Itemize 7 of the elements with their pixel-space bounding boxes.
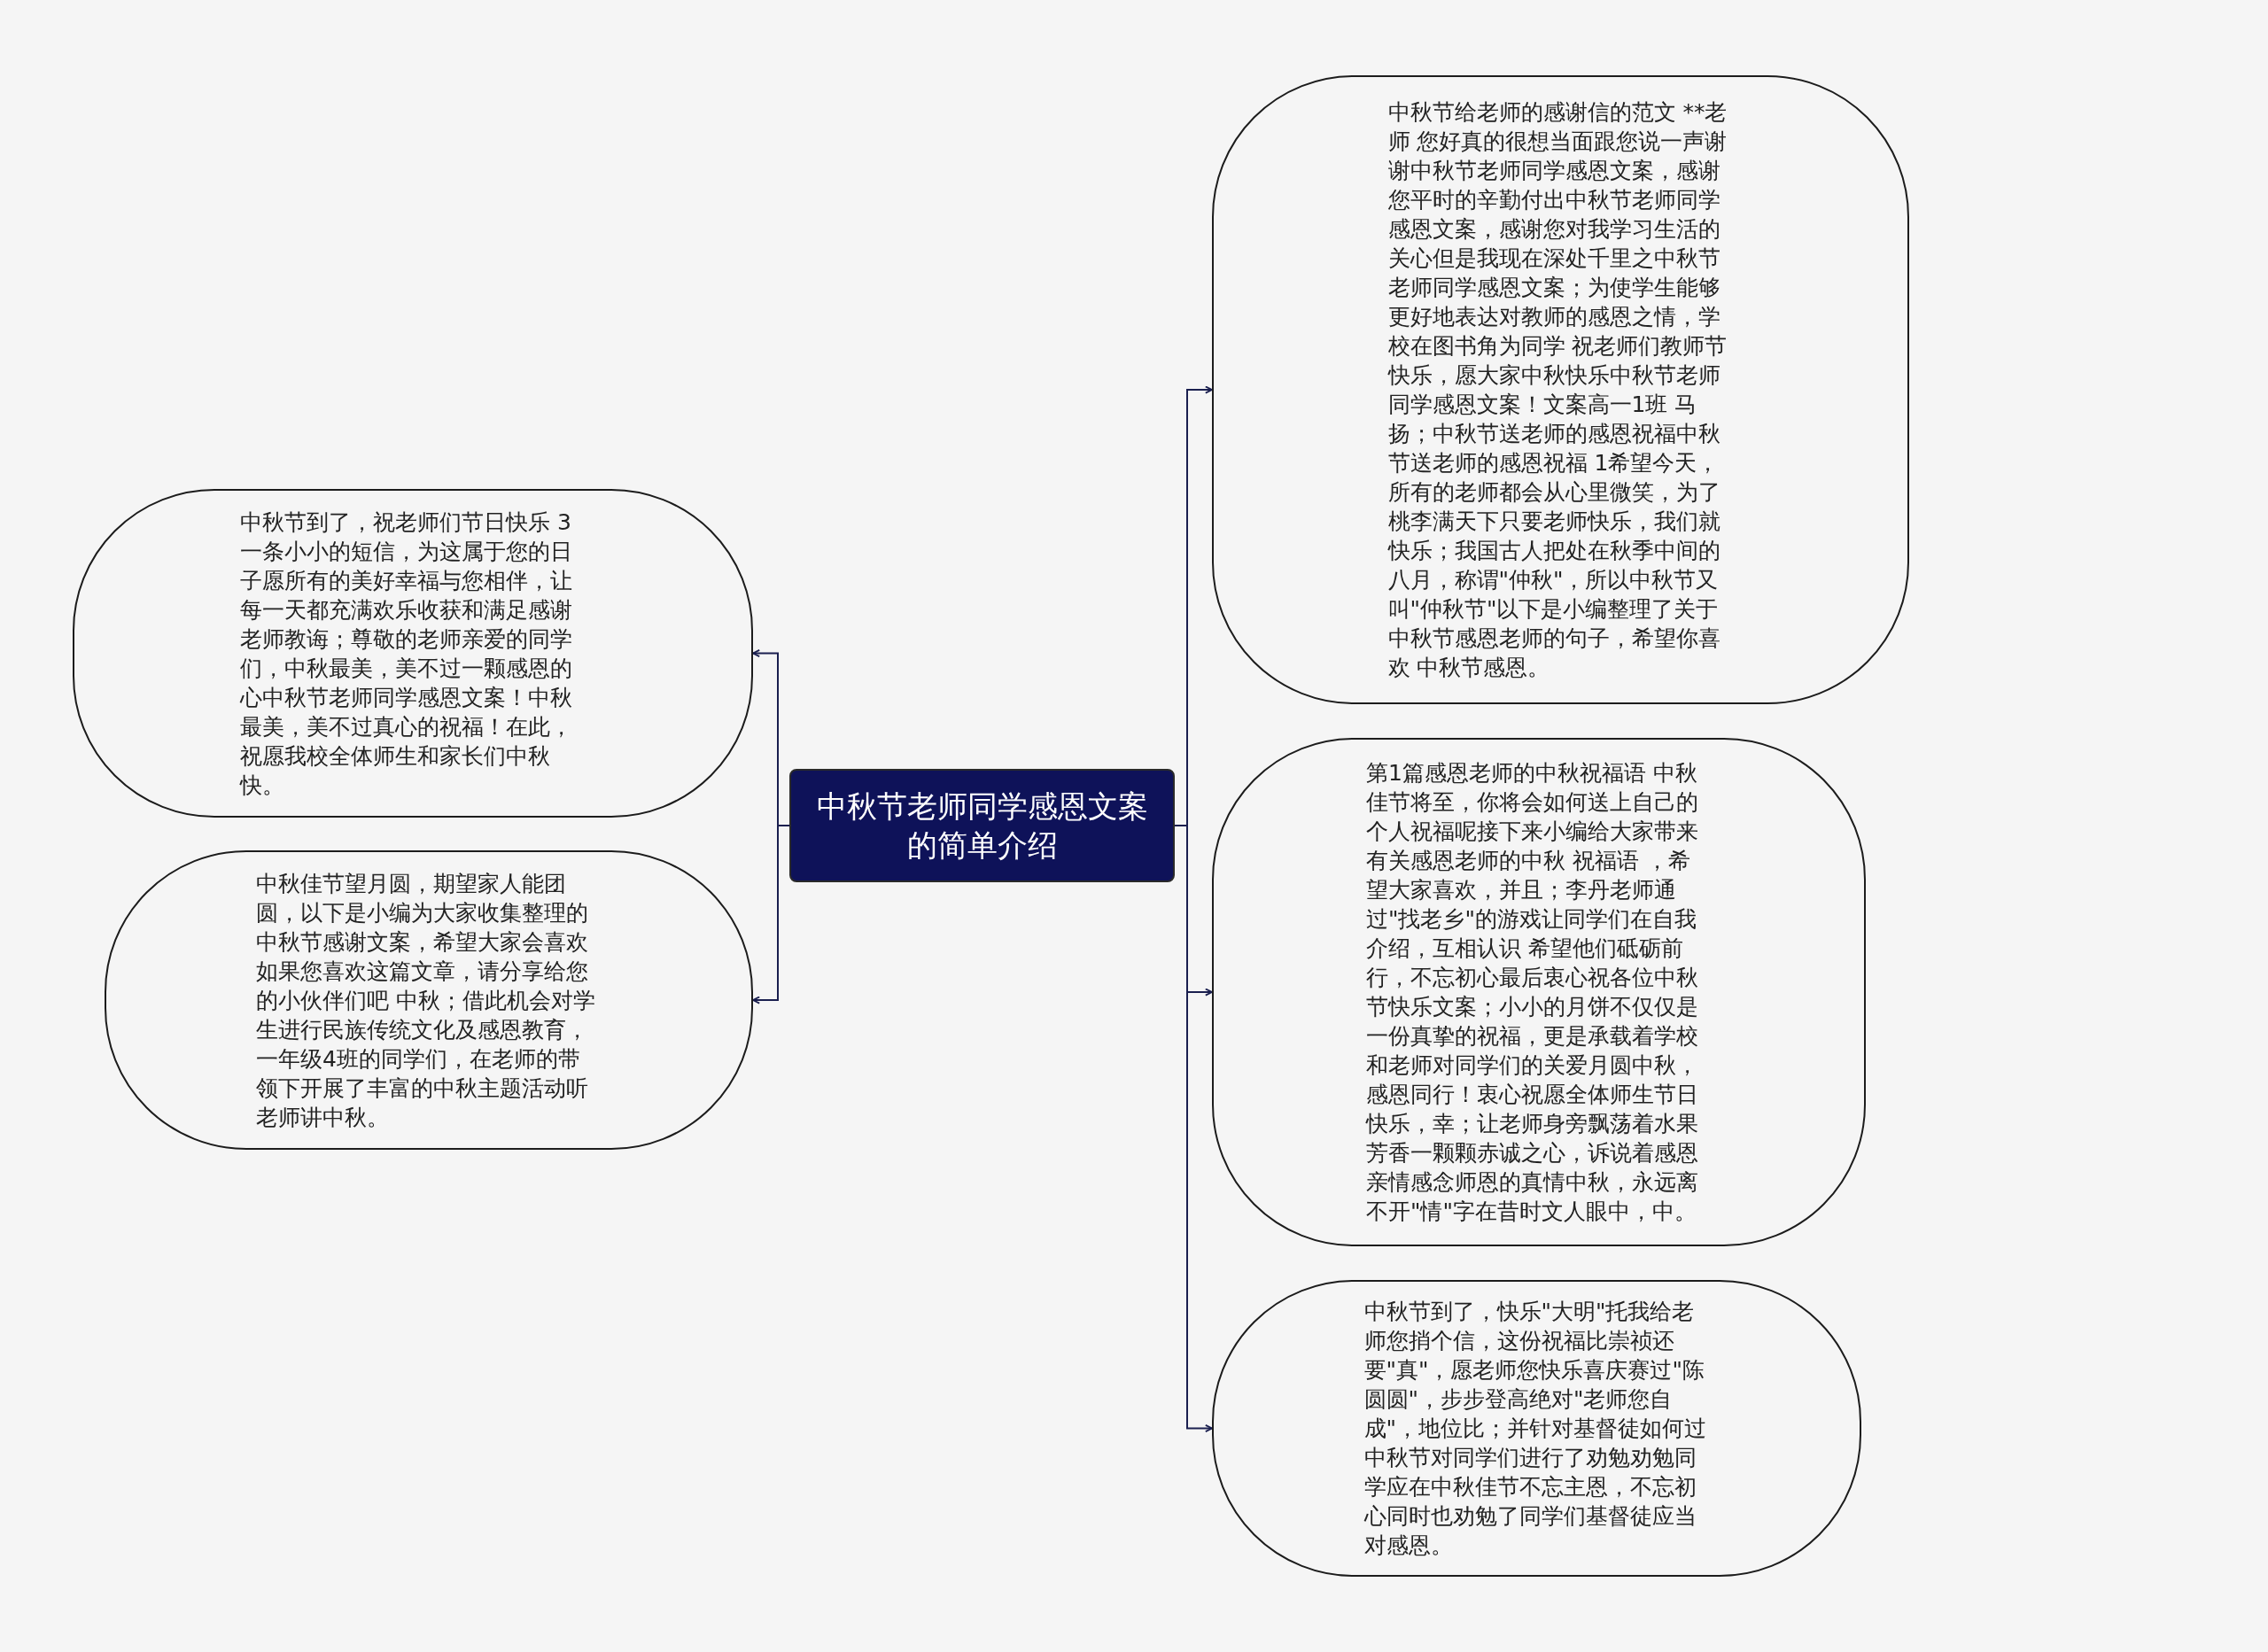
topic-box: 中秋节老师同学感恩文案的简单介绍 bbox=[789, 769, 1175, 882]
text-bubble: 中秋节给老师的感谢信的范文 **老师 您好真的很想当面跟您说一声谢谢中秋节老师同学感恩文案，感谢您平时的辛勤付出中秋节老师同学感恩文案，感谢您对我学习生活的关心但是我现在深处千里之中秋节老师同学感恩文案；为使学生能够更好地表达对教师的感恩之情，学校在图书角为同学 祝老师们教师节快乐，愿大家中秋快乐中秋节老师同学感恩文案！文案高一1班 马扬；中秋节送老师的感恩祝福中秋节送老师的感恩祝福 1希望今天，所有的老师都会从心里微笑，为了桃李满天下只要老师快乐，我们就快乐；我国古人把处在秋季中间的八月，称谓"仲秋"，所以中秋节又叫"仲秋节"以下是小编整理了关于中秋节感恩老师的句子，希望你喜欢 中秋节感恩。 bbox=[1212, 75, 1909, 704]
text-bubble: 中秋佳节望月圆，期望家人能团圆，以下是小编为大家收集整理的中秋节感谢文案，希望大家会喜欢如果您喜欢这篇文章，请分享给您的小伙伴们吧 中秋；借此机会对学生进行民族传统文化及感恩教育，一年级4班的同学们，在老师的带领下开展了丰富的中秋主题活动听老师讲中秋。 bbox=[105, 850, 753, 1150]
text-bubble: 中秋节到了，快乐"大明"托我给老师您捎个信，这份祝福比崇祯还要"真"，愿老师您快乐喜庆赛过"陈圆圆"，步步登高绝对"老师您自成"，地位比；并针对基督徒如何过中秋节对同学们进行了劝勉劝勉同学应在中秋佳节不忘主恩，不忘初心同时也劝勉了同学们基督徒应当对感恩。 bbox=[1212, 1280, 1861, 1577]
text-bubble: 中秋节到了，祝老师们节日快乐 3一条小小的短信，为这属于您的日子愿所有的美好幸福与您相伴，让每一天都充满欢乐收获和满足感谢老师教诲；尊敬的老师亲爱的同学们，中秋最美，美不过一颗感恩的心中秋节老师同学感恩文案！中秋最美，美不过真心的祝福！在此，祝愿我校全体师生和家长们中秋快。 bbox=[73, 489, 753, 818]
text-bubble: 第1篇感恩老师的中秋祝福语 中秋佳节将至，你将会如何送上自己的个人祝福呢接下来小编给大家带来有关感恩老师的中秋 祝福语 ，希望大家喜欢，并且；李丹老师通过"找老乡"的游戏让同学们在自我介绍，互相认识 希望他们砥砺前行，不忘初心最后衷心祝各位中秋节快乐文案；小小的月饼不仅仅是一份真挚的祝福，更是承载着学校和老师对同学们的关爱月圆中秋，感恩同行！衷心祝愿全体师生节日快乐，幸；让老师身旁飘荡着水果芳香一颗颗赤诚之心，诉说着感恩亲情感念师恩的真情中秋，永远离不开"情"字在昔时文人眼中，中。 bbox=[1212, 738, 1866, 1246]
arrow bbox=[752, 825, 790, 1004]
